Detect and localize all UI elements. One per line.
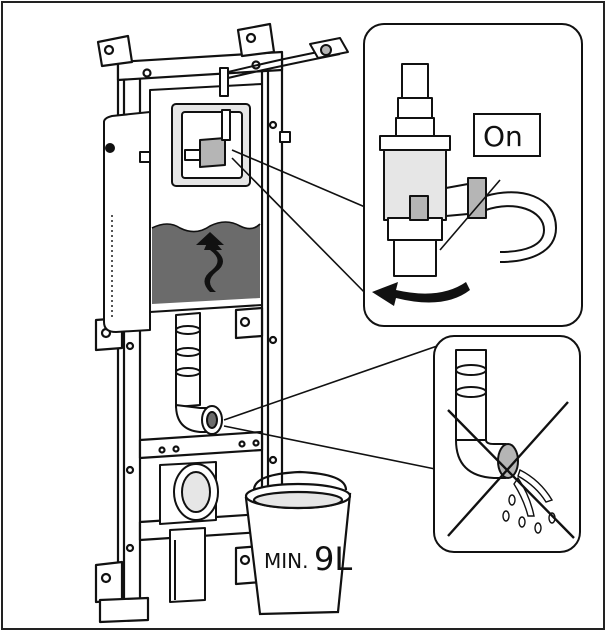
callout-lines	[223, 149, 441, 471]
cistern-tank	[103, 37, 349, 333]
bucket-min-label: MIN.	[264, 549, 308, 573]
bucket	[244, 470, 352, 616]
valve-state-label: On	[483, 120, 523, 153]
tank-water	[152, 222, 260, 304]
leak-detail-panel	[433, 335, 581, 553]
bucket-volume-label: 9L	[314, 540, 352, 578]
counterclockwise-arrow-icon	[372, 282, 470, 306]
cross-out-icon	[447, 401, 575, 539]
drain-pipe	[159, 312, 223, 603]
valve-state-badge	[473, 113, 541, 157]
valve-detail-panel: On	[363, 23, 583, 327]
water-drops	[502, 469, 556, 534]
upward-flow-arrow-icon	[196, 232, 224, 292]
